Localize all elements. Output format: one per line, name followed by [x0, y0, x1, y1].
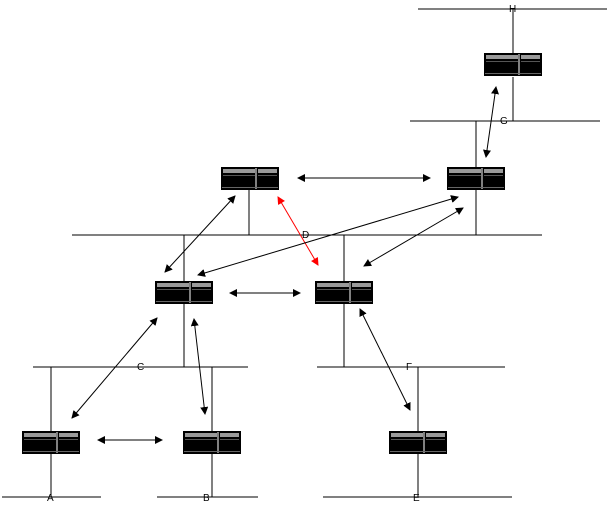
network-label-a: A [47, 493, 54, 504]
router-icon [484, 53, 542, 76]
highlighted-link-arrow [277, 196, 319, 266]
link-arrow [190, 318, 209, 415]
network-label-c: C [137, 362, 144, 373]
routing-links [71, 86, 499, 444]
router-icon [389, 431, 447, 454]
router-icon [221, 167, 279, 190]
device-connections [50, 9, 514, 497]
network-label-e: E [413, 493, 420, 504]
router-icon [447, 167, 505, 190]
router-icon [22, 431, 80, 454]
link-arrow [363, 207, 464, 267]
link-arrow [197, 195, 459, 277]
router-icon [183, 431, 241, 454]
link-arrow [359, 308, 411, 411]
network-label-d: D [302, 230, 309, 241]
network-label-g: G [500, 116, 508, 127]
link-arrow [71, 317, 158, 419]
network-labels: H G D C F A B E [47, 4, 516, 504]
router-icon [315, 281, 373, 304]
network-label-b: B [203, 493, 210, 504]
routers [22, 53, 542, 454]
network-segments [2, 8, 607, 498]
router-icon [155, 281, 213, 304]
link-arrow [483, 86, 499, 158]
network-label-f: F [406, 362, 412, 373]
link-arrow [164, 195, 236, 273]
network-label-h: H [509, 4, 516, 15]
